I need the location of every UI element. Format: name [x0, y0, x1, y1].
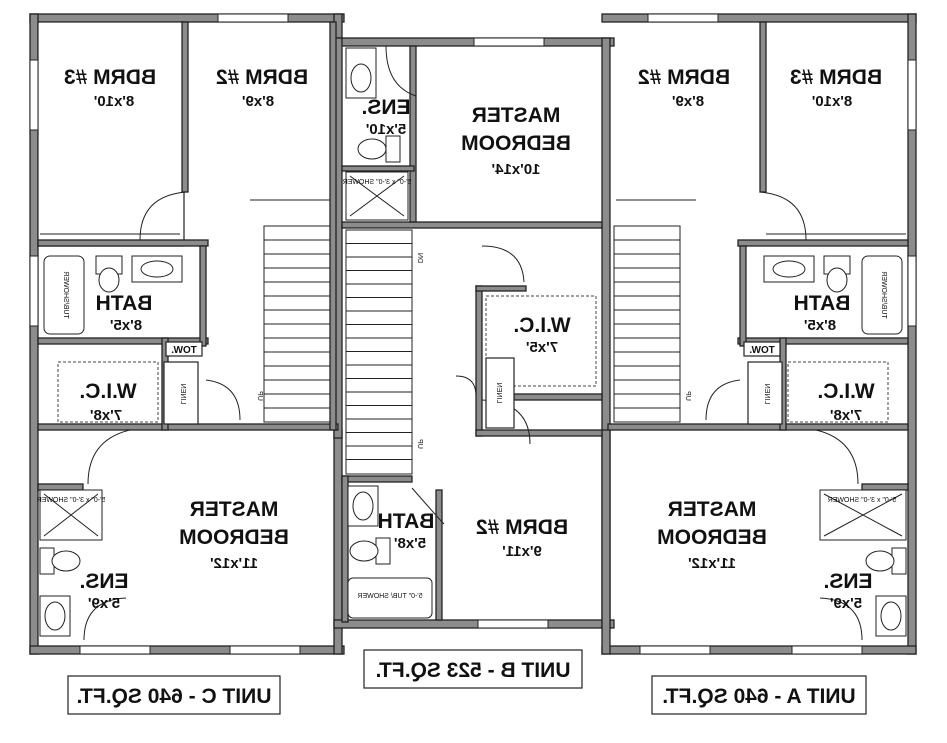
unit-c-title: UNIT C - 640 SQ.FT.: [77, 685, 272, 708]
unit-c-bdrm2-name: BDRM #2: [216, 66, 308, 89]
unit-b-ens-dim: 5'x10': [366, 121, 407, 138]
unit-b-tub-label: 5'-0" TUB/ SHOWER: [357, 593, 422, 600]
unit-b-master-l2: BEDROOM: [461, 132, 571, 155]
unit-a-master-l2: BEDROOM: [657, 526, 767, 549]
unit-c-bath-name: BATH: [96, 292, 153, 315]
unit-a-linen: LINEN: [763, 384, 770, 405]
unit-c-tow: TOW.: [171, 345, 197, 356]
unit-a-bdrm3-name: BDRM #3: [790, 66, 882, 89]
unit-b-bath-name: BATH: [378, 510, 435, 533]
unit-c-title-box: [67, 675, 281, 715]
unit-a-bdrm3-dim: 8'x10': [812, 93, 853, 110]
unit-b-title-box: [363, 649, 583, 689]
unit-c-ens-dim: 5'x9': [88, 595, 120, 612]
unit-a-master-l1: MASTER: [668, 498, 757, 521]
stairs: [263, 225, 681, 475]
unit-b-bdrm2-dim: 9'x11': [502, 543, 542, 560]
unit-b-bdrm2-name: BDRM #2: [476, 516, 568, 539]
unit-a-bath-name: BATH: [794, 292, 851, 315]
fixtures: [39, 47, 907, 637]
unit-c-ens-name: ENS.: [79, 570, 128, 593]
unit-b-ens-name: ENS.: [361, 96, 410, 119]
unit-a-wic-dim: 7'x8': [830, 407, 862, 424]
unit-b-up: UP: [416, 439, 423, 449]
closet-lines: [40, 199, 906, 423]
unit-c-wic-name: W.I.C.: [79, 380, 136, 403]
unit-c-wic-dim: 7'x8': [90, 407, 122, 424]
unit-a-shower-label: 5'-0" x 3'-0" SHOWER: [828, 497, 897, 504]
unit-a-wic-name: W.I.C.: [817, 380, 874, 403]
unit-a-tow: TOW.: [749, 345, 775, 356]
unit-a-title-box: [651, 675, 867, 715]
windows: [29, 13, 917, 655]
unit-titles: UNIT C - 640 SQ.FT. UNIT B - 523 SQ.FT. …: [67, 649, 867, 715]
unit-b-master-dim: 10'x14': [492, 161, 541, 178]
unit-c-shower-label: 5'-0" x 3'-0" SHOWER: [37, 497, 106, 504]
unit-c-tub-label: TUB/SHOWER: [62, 271, 69, 318]
unit-c-master-l1: MASTER: [190, 498, 279, 521]
unit-a-bdrm2-name: BDRM #2: [638, 66, 730, 89]
unit-b-title: UNIT B - 523 SQ.FT.: [376, 659, 571, 682]
unit-b-bath-dim: 5'x8': [394, 535, 426, 552]
walls: [29, 13, 917, 655]
unit-b-wic-name: W.I.C.: [513, 314, 570, 337]
unit-a-ens-dim: 5'x9': [830, 595, 862, 612]
unit-c-bdrm3-name: BDRM #3: [64, 66, 156, 89]
unit-b-wic-dim: 7'x5': [526, 339, 558, 356]
unit-c-bdrm3-dim: 8'x10': [94, 93, 135, 110]
unit-c-master-l2: BEDROOM: [179, 526, 289, 549]
unit-c-bdrm2-dim: 8'x9': [242, 93, 274, 110]
stair-treads: [264, 239, 680, 460]
unit-a-bath-dim: 8'x5': [804, 317, 836, 334]
unit-a-up: UP: [684, 391, 691, 401]
unit-b-shower-label: 5'-0" x 3'-0" SHOWER: [343, 179, 412, 186]
unit-a-tub-label: TUB/SHOWER: [880, 271, 887, 318]
unit-a-title: UNIT A - 640 SQ.FT.: [662, 685, 855, 708]
unit-a-master-dim: 11'x12': [688, 555, 736, 572]
unit-a-bdrm2-dim: 8'x9': [672, 93, 704, 110]
room-labels: BDRM #3 8'x10' BDRM #2 8'x9' BATH 8'x5' …: [37, 66, 897, 612]
unit-a-ens-name: ENS.: [823, 570, 872, 593]
unit-b-linen: LINEN: [495, 383, 502, 404]
unit-c-linen: LINEN: [179, 384, 186, 405]
unit-b-dn: DN: [416, 253, 423, 263]
unit-c-up: UP: [256, 391, 263, 401]
unit-c-bath-dim: 8'x5': [110, 317, 142, 334]
unit-c-master-dim: 11'x12': [210, 555, 258, 572]
unit-b-master-l1: MASTER: [472, 104, 561, 127]
